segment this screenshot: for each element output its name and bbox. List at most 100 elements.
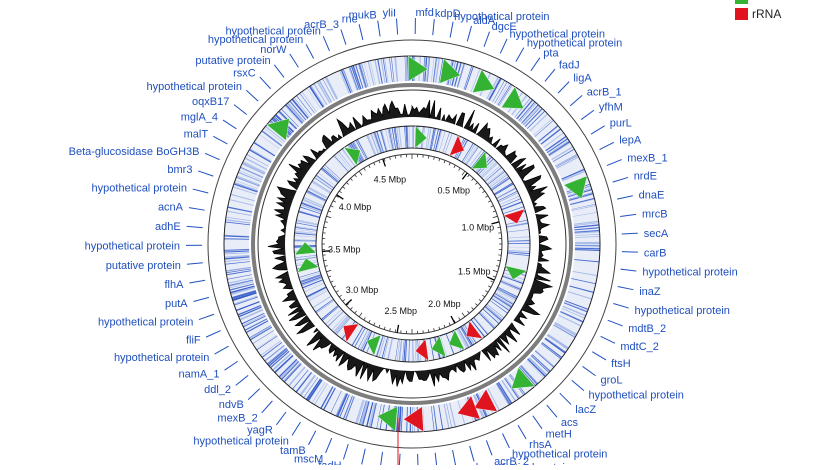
gene-label: mrcB: [642, 209, 668, 221]
scale-tick-label: 2.5 Mbp: [385, 306, 418, 316]
gene-leader-line: [193, 189, 209, 193]
gene-leader-line: [306, 44, 313, 58]
gene-leader-line: [622, 252, 638, 253]
gene-label: carB: [644, 247, 667, 259]
scale-tick-label: 3.0 Mbp: [346, 285, 379, 295]
gene-label: ndvB: [219, 399, 244, 411]
scale-tick-label: 0.5 Mbp: [438, 185, 471, 195]
gene-leader-line: [308, 431, 315, 445]
gene-leader-line: [583, 366, 596, 375]
gene-label: yliI: [383, 8, 396, 20]
gene-label: acnA: [158, 202, 184, 214]
gene-leader-line: [613, 177, 628, 182]
gene-label: pta: [543, 48, 559, 60]
gene-label: yagR: [247, 425, 273, 437]
gene-leader-line: [274, 65, 284, 78]
gene-label: Beta-glucosidase BoGH3B: [69, 146, 200, 158]
gene-leader-line: [531, 58, 540, 71]
gene-leader-line: [292, 422, 300, 436]
gene-label: flhA: [165, 279, 185, 291]
gene-leader-line: [215, 346, 229, 354]
gene-leader-line: [236, 375, 248, 385]
gene-label: lacZ: [575, 404, 596, 416]
gene-label: lepA: [619, 135, 642, 147]
scale-tick-label: 1.5 Mbp: [458, 266, 491, 276]
gene-leader-line: [470, 446, 474, 461]
gene-leader-line: [486, 440, 492, 455]
gene-label: hypothetical protein: [634, 305, 729, 317]
gene-leader-line: [620, 269, 636, 271]
gene-leader-line: [223, 120, 236, 129]
gene-label: mfd: [416, 7, 434, 19]
gene-leader-line: [378, 21, 380, 37]
gene-leader-line: [213, 136, 227, 144]
gene-leader-line: [620, 214, 636, 216]
legend-swatch-rrna: [735, 8, 748, 20]
gene-label: mexB_1: [627, 152, 667, 164]
gene-label: ftsH: [611, 358, 631, 370]
gene-leader-line: [224, 361, 237, 370]
gene-label: hypothetical protein: [642, 267, 737, 279]
gene-label: putative protein: [195, 55, 270, 67]
gene-leader-line: [545, 69, 555, 81]
gene-leader-line: [516, 48, 524, 62]
gene-leader-line: [341, 29, 346, 44]
gene-label: mexB_2: [217, 412, 257, 424]
gene-label: hypothetical protein: [92, 183, 187, 195]
gene-leader-line: [533, 416, 542, 429]
gene-leader-line: [600, 142, 614, 149]
gene-leader-line: [199, 314, 214, 319]
gene-leader-line: [607, 160, 622, 166]
gene-label: mglA_4: [181, 112, 218, 124]
gene-leader-line: [399, 454, 400, 465]
gene-leader-line: [343, 444, 348, 459]
gene-label: hypothetical protein: [193, 436, 288, 448]
gene-leader-line: [189, 280, 205, 283]
gene-leader-line: [206, 331, 221, 338]
gene-leader-line: [433, 19, 435, 35]
gene-label: acs: [561, 417, 579, 429]
gene-label: hypothetical protein: [225, 26, 320, 38]
gene-leader-line: [503, 433, 510, 447]
gene-label: bmr3: [167, 164, 192, 176]
gene-label: groL: [600, 374, 622, 386]
gene-label: hypothetical protein: [114, 352, 209, 364]
gene-leader-line: [187, 263, 203, 264]
gene-label: putative protein: [106, 260, 181, 272]
gene-leader-line: [622, 233, 638, 234]
scale-tick-label: 4.5 Mbp: [374, 175, 407, 185]
genome-rings: [208, 40, 616, 465]
scale-tick-label: 1.0 Mbp: [462, 222, 495, 232]
scale-tick-label: 4.0 Mbp: [339, 202, 372, 212]
gene-leader-line: [547, 405, 557, 417]
gene-leader-line: [450, 22, 453, 38]
scale-tick-label: 2.0 Mbp: [428, 299, 461, 309]
gene-leader-line: [193, 297, 208, 301]
gene-label: rsxC: [233, 68, 256, 80]
gene-label: fadJ: [559, 59, 580, 71]
gene-leader-line: [608, 320, 623, 326]
legend: rRNA: [735, 0, 781, 21]
gene-label: hypothetical protein: [589, 390, 684, 402]
gene-leader-line: [187, 226, 203, 227]
gene-label: oqxB17: [192, 96, 229, 108]
gene-leader-line: [262, 401, 273, 413]
gene-label: acrB_1: [587, 86, 622, 98]
gene-leader-line: [198, 171, 213, 176]
gene-label: dnaE: [639, 189, 665, 201]
gene-label: namA_1: [179, 369, 220, 381]
gene-leader-line: [617, 196, 633, 199]
gene-label: hypothetical protein: [147, 81, 242, 93]
gene-label: hypothetical protein: [98, 317, 193, 329]
gene-leader-line: [396, 19, 397, 35]
gene-label: ddl_2: [204, 384, 231, 396]
gene-label: hypothetical protein: [527, 37, 622, 49]
gene-leader-line: [323, 36, 329, 51]
gene-leader-line: [205, 153, 220, 159]
gene-label: hypothetical protein: [85, 240, 180, 252]
gene-leader-line: [467, 26, 471, 41]
legend-swatch-trna: [735, 0, 748, 4]
gene-label: fliF: [186, 335, 201, 347]
legend-label-rrna: rRNA: [752, 7, 781, 21]
